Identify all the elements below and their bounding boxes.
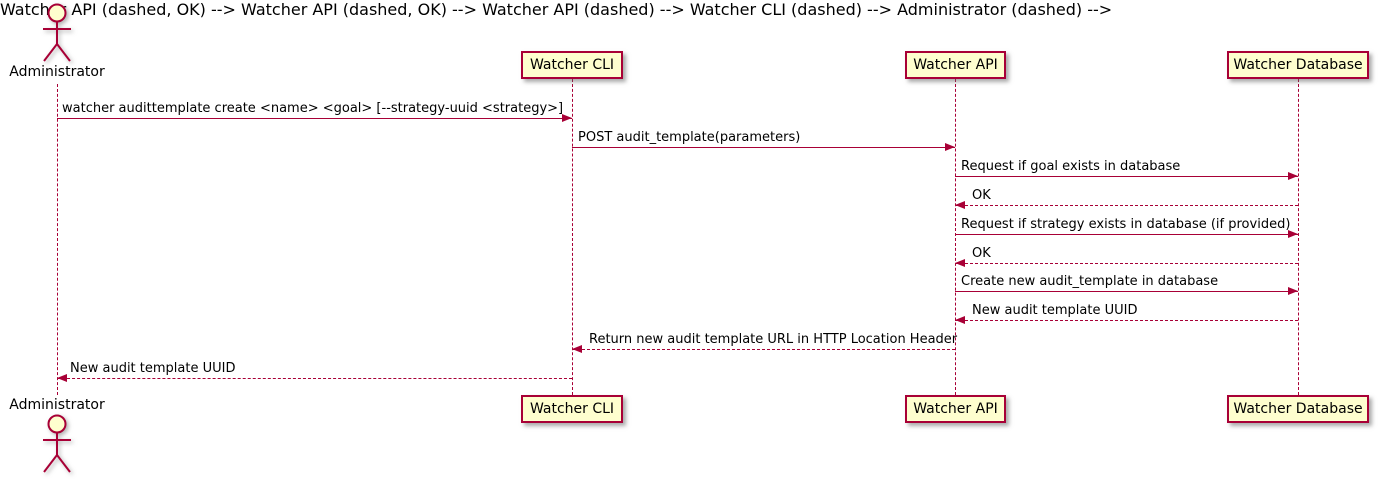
participant-watcher-cli-bottom: Watcher CLI	[521, 395, 623, 423]
message-3-label: Request if goal exists in database	[961, 159, 1181, 174]
message-2-label: POST audit_template(parameters)	[578, 130, 801, 145]
participant-label: Watcher Database	[1233, 57, 1363, 73]
administrator-actor-icon	[43, 414, 71, 473]
message-6-label: OK	[972, 246, 991, 261]
message-3-line	[955, 176, 1298, 177]
message-3-arrowhead-icon	[1288, 172, 1298, 180]
message-9-arrowhead-icon	[572, 345, 582, 353]
message-5-arrowhead-icon	[1288, 230, 1298, 238]
message-4-line	[955, 205, 1298, 206]
message-7-arrowhead-icon	[1288, 287, 1298, 295]
message-7-label: Create new audit_template in database	[961, 274, 1219, 289]
participant-watcher-database-bottom: Watcher Database	[1227, 395, 1369, 423]
participant-label: Watcher Database	[1233, 401, 1363, 417]
participant-watcher-api-bottom: Watcher API	[905, 395, 1006, 423]
lifeline-watcher-cli	[572, 79, 573, 395]
administrator-actor-icon	[43, 3, 71, 62]
message-10-line	[57, 378, 572, 379]
message-2-arrowhead-icon	[945, 143, 955, 151]
participant-watcher-cli-top: Watcher CLI	[521, 51, 623, 79]
message-1-arrowhead-icon	[562, 114, 572, 122]
message-5-label: Request if strategy exists in database (…	[961, 217, 1291, 232]
message-8-label: New audit template UUID	[972, 303, 1138, 318]
participant-label: Watcher API	[913, 401, 998, 417]
message-6-line	[955, 263, 1298, 264]
message-2-line	[572, 147, 955, 148]
message-1-line	[57, 118, 572, 119]
message-9-label: Return new audit template URL in HTTP Lo…	[589, 332, 958, 347]
participant-label: Watcher CLI	[529, 401, 615, 417]
administrator-label-bottom: Administrator	[9, 397, 105, 413]
message-6-arrowhead-icon	[955, 259, 965, 267]
participant-watcher-api-top: Watcher API	[905, 51, 1006, 79]
message-8-line	[955, 320, 1298, 321]
message-7-line	[955, 291, 1298, 292]
message-4-label: OK	[972, 188, 991, 203]
message-8-arrowhead-icon	[955, 316, 965, 324]
lifeline-administrator	[57, 84, 58, 395]
message-5-line	[955, 234, 1298, 235]
message-9-line	[572, 349, 955, 350]
administrator-label-top: Administrator	[9, 64, 105, 80]
participant-watcher-database-top: Watcher Database	[1227, 51, 1369, 79]
participant-label: Watcher CLI	[529, 57, 615, 73]
participant-label: Watcher API	[913, 57, 998, 73]
message-4-arrowhead-icon	[955, 201, 965, 209]
lifeline-watcher-database	[1298, 79, 1299, 395]
message-10-arrowhead-icon	[57, 374, 67, 382]
message-10-label: New audit template UUID	[70, 361, 236, 376]
lifeline-watcher-api	[955, 79, 956, 395]
message-1-label: watcher audittemplate create <name> <goa…	[62, 101, 564, 116]
